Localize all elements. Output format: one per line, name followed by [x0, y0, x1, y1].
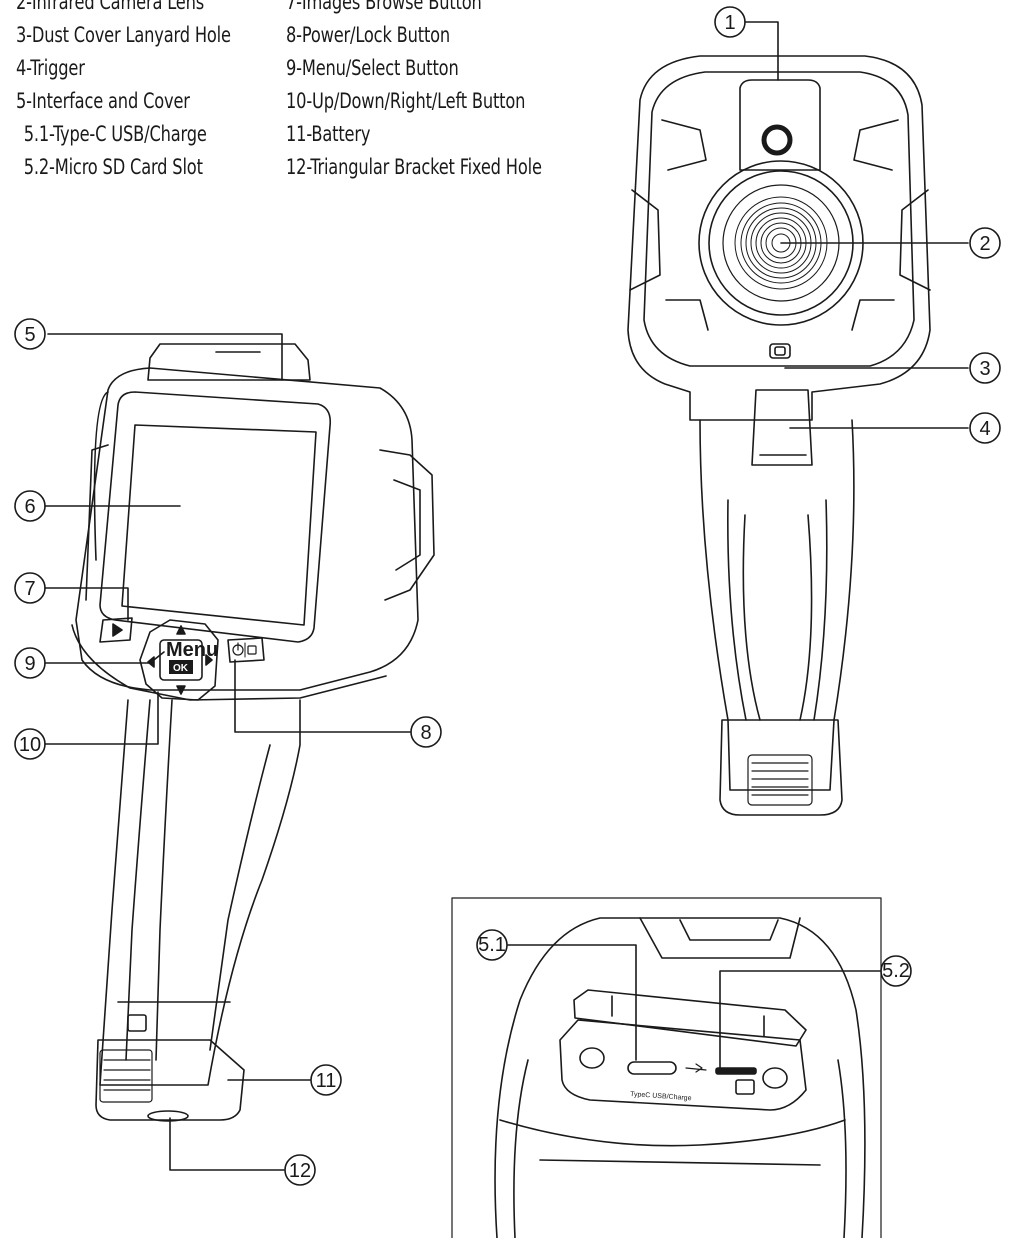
browse-button — [99, 617, 133, 643]
callout-1: 1 — [714, 6, 746, 38]
legend-item: 3-Dust Cover Lanyard Hole — [16, 23, 231, 47]
power-button — [227, 637, 265, 663]
callout-6: 6 — [14, 490, 46, 522]
svg-text:2: 2 — [979, 233, 990, 255]
display-screen — [121, 424, 317, 626]
legend-item: 7-Images Browse Button — [286, 0, 482, 14]
svg-text:5: 5 — [24, 324, 35, 346]
callout-7: 7 — [14, 572, 46, 604]
callout-10: 10 — [14, 728, 46, 760]
callout-5-1: 5.1 — [476, 929, 508, 961]
legend-left-column: 2-Infrared Camera Lens 3-Dust Cover Lany… — [16, 0, 266, 184]
side-view-camera: Menu OK — [44, 333, 435, 1171]
svg-text:9: 9 — [24, 653, 35, 675]
legend-item: 5.1-Type-C USB/Charge — [23, 122, 207, 146]
legend-right-column: 7-Images Browse Button 8-Power/Lock Butt… — [286, 0, 583, 184]
visual-camera-lens — [761, 124, 793, 156]
ok-key-label: OK — [173, 663, 189, 674]
svg-text:12: 12 — [289, 1160, 311, 1182]
legend-item: 12-Triangular Bracket Fixed Hole — [286, 155, 542, 179]
callout-3: 3 — [969, 352, 1001, 384]
legend-item: 9-Menu/Select Button — [286, 56, 459, 80]
svg-text:7: 7 — [24, 578, 35, 600]
trigger — [751, 389, 813, 466]
usb-type-c-port — [627, 1061, 677, 1075]
svg-text:1: 1 — [724, 12, 735, 34]
svg-text:4: 4 — [979, 418, 990, 440]
interface-detail-inset: TypeC USB/Charge — [451, 897, 882, 1238]
svg-text:11: 11 — [316, 1070, 337, 1092]
svg-text:5.1: 5.1 — [478, 934, 506, 956]
callout-9: 9 — [14, 647, 46, 679]
legend-item: 10-Up/Down/Right/Left Button — [286, 89, 526, 113]
legend-item: 5-Interface and Cover — [16, 89, 190, 113]
callout-5: 5 — [14, 318, 46, 350]
micro-sd-slot — [715, 1067, 757, 1075]
legend-item: 8-Power/Lock Button — [286, 23, 451, 47]
svg-text:10: 10 — [19, 734, 41, 756]
svg-text:3: 3 — [979, 358, 990, 380]
callout-8: 8 — [410, 716, 442, 748]
svg-text:6: 6 — [24, 496, 35, 518]
callout-2: 2 — [969, 227, 1001, 259]
callout-4: 4 — [969, 412, 1001, 444]
menu-key-label: Menu — [166, 639, 218, 661]
front-view-camera — [627, 21, 969, 816]
svg-text:8: 8 — [420, 722, 431, 744]
battery — [95, 1039, 245, 1121]
legend-item: 11-Battery — [286, 122, 371, 146]
callout-11: 11 — [310, 1064, 342, 1096]
navigation-dpad — [139, 619, 219, 701]
svg-text:5.2: 5.2 — [882, 960, 910, 982]
usb-port-label: TypeC USB/Charge — [630, 1091, 692, 1102]
legend-item: 2-Infrared Camera Lens — [16, 0, 205, 14]
legend-item: 4-Trigger — [16, 56, 85, 80]
callout-5-2: 5.2 — [880, 955, 912, 987]
legend-item: 5.2-Micro SD Card Slot — [23, 155, 203, 179]
leader-line — [744, 21, 779, 81]
callout-12: 12 — [284, 1154, 316, 1186]
